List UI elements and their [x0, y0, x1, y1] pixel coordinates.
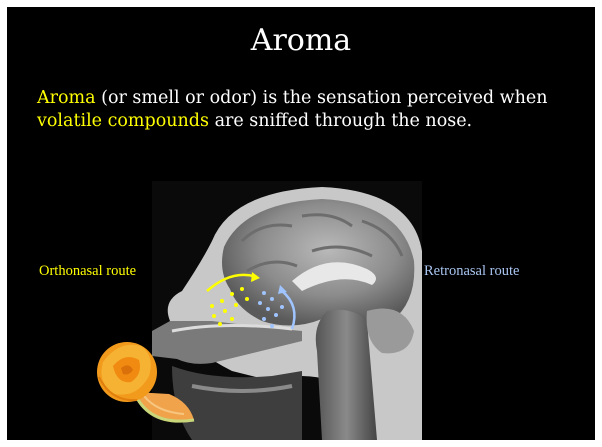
retronasal-route-label: Retronasal route: [424, 262, 519, 280]
slide: Aroma Aroma (or smell or odor) is the se…: [7, 7, 595, 440]
term-volatile-compounds: volatile compounds: [37, 111, 209, 131]
fruit-image: [89, 332, 199, 427]
term-aroma: Aroma: [37, 88, 96, 108]
slide-body: Aroma (or smell or odor) is the sensatio…: [37, 87, 582, 133]
orthonasal-route-label: Orthonasal route: [39, 262, 136, 280]
body-text-part-2: are sniffed through the nose.: [209, 111, 472, 131]
orange-rose-melon-illustration: [89, 332, 199, 427]
body-text-part-1: (or smell or odor) is the sensation perc…: [96, 88, 548, 108]
slide-title: Aroma: [7, 23, 595, 59]
